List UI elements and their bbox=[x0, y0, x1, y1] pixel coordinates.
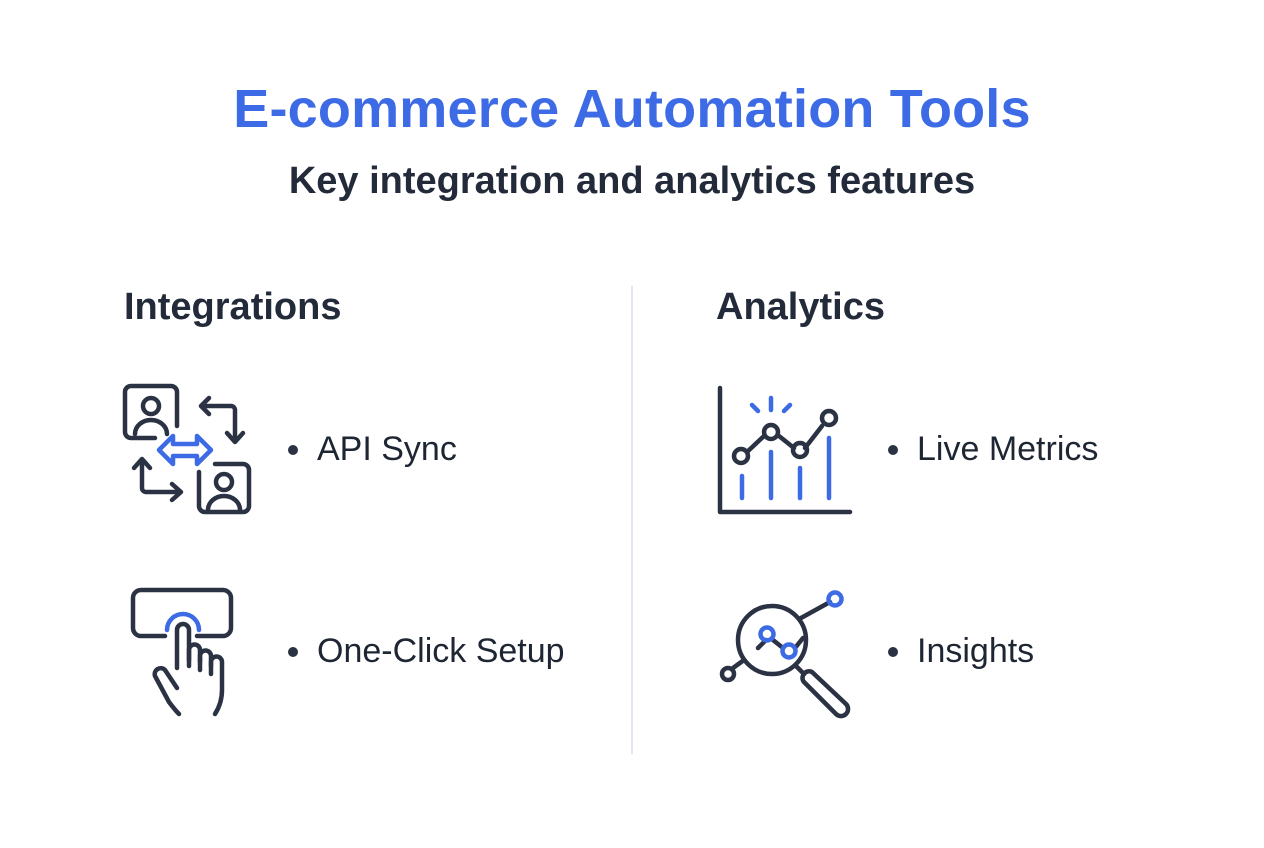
page-subtitle: Key integration and analytics features bbox=[288, 160, 976, 202]
magnifier-trend-icon bbox=[708, 578, 858, 728]
feature-live-metrics: Live Metrics bbox=[888, 430, 1098, 469]
user-sync-arrows-icon bbox=[115, 378, 265, 528]
bullet-icon bbox=[888, 444, 898, 455]
feature-one-click-setup: One-Click Setup bbox=[288, 632, 565, 671]
feature-insights: Insights bbox=[888, 632, 1034, 671]
feature-label: One-Click Setup bbox=[317, 632, 565, 670]
feature-label: API Sync bbox=[317, 430, 457, 468]
hand-pointer-button-icon bbox=[115, 578, 265, 728]
section-heading-analytics: Analytics bbox=[716, 286, 885, 328]
feature-label: Live Metrics bbox=[917, 430, 1099, 468]
line-bar-chart-icon bbox=[708, 378, 858, 528]
section-heading-integrations: Integrations bbox=[124, 286, 342, 328]
section-divider bbox=[631, 286, 633, 754]
bullet-icon bbox=[888, 646, 898, 657]
bullet-icon bbox=[288, 444, 298, 455]
feature-label: Insights bbox=[917, 632, 1035, 670]
bullet-icon bbox=[288, 646, 298, 657]
feature-api-sync: API Sync bbox=[288, 430, 457, 469]
page-title: E-commerce Automation Tools bbox=[233, 79, 1031, 139]
